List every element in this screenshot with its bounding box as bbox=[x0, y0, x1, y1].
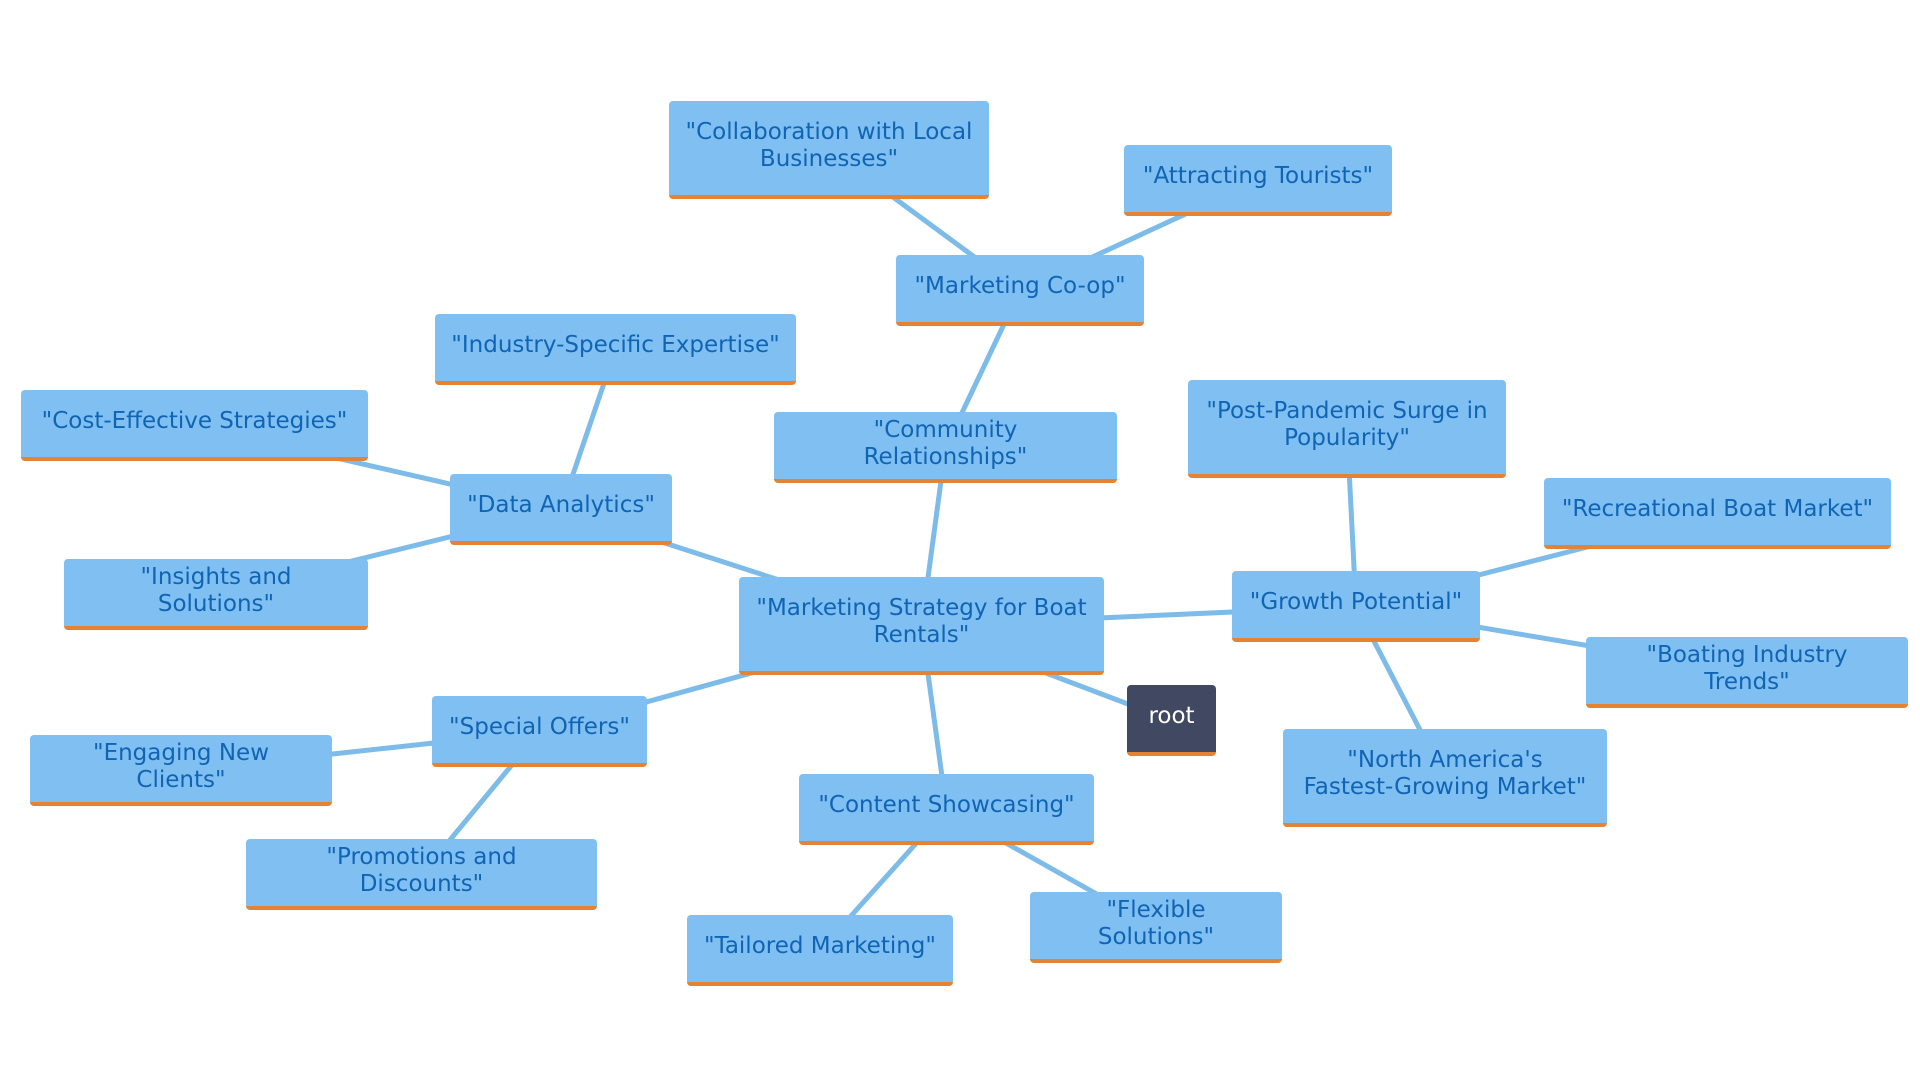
node-label: "Special Offers" bbox=[449, 714, 630, 740]
node-north-america-market[interactable]: "North America's Fastest-Growing Market" bbox=[1283, 729, 1607, 827]
node-label: "Marketing Strategy for Boat Rentals" bbox=[756, 595, 1087, 648]
node-engaging-new-clients[interactable]: "Engaging New Clients" bbox=[30, 735, 332, 806]
node-boating-industry-trends[interactable]: "Boating Industry Trends" bbox=[1586, 637, 1908, 708]
node-label: "Tailored Marketing" bbox=[704, 933, 936, 959]
node-label: "Promotions and Discounts" bbox=[326, 843, 517, 897]
node-label: "Engaging New Clients" bbox=[92, 739, 270, 793]
node-growth-potential[interactable]: "Growth Potential" bbox=[1232, 571, 1480, 642]
node-label: "Post-Pandemic Surge in Popularity" bbox=[1206, 398, 1488, 451]
node-label: "Boating Industry Trends" bbox=[1646, 641, 1848, 695]
node-special-offers[interactable]: "Special Offers" bbox=[432, 696, 647, 767]
node-label: "Collaboration with Local Businesses" bbox=[685, 119, 973, 172]
node-post-pandemic-surge[interactable]: "Post-Pandemic Surge in Popularity" bbox=[1188, 380, 1506, 478]
node-insights-and-solutions[interactable]: "Insights and Solutions" bbox=[64, 559, 368, 630]
node-label: root bbox=[1148, 703, 1195, 729]
node-industry-specific-expertise[interactable]: "Industry-Specific Expertise" bbox=[435, 314, 796, 385]
node-promotions-and-discounts[interactable]: "Promotions and Discounts" bbox=[246, 839, 597, 910]
node-label: "North America's Fastest-Growing Market" bbox=[1303, 747, 1587, 800]
node-content-showcasing[interactable]: "Content Showcasing" bbox=[799, 774, 1094, 845]
node-tailored-marketing[interactable]: "Tailored Marketing" bbox=[687, 915, 953, 986]
node-label: "Recreational Boat Market" bbox=[1561, 496, 1874, 522]
node-cost-effective-strategies[interactable]: "Cost-Effective Strategies" bbox=[21, 390, 368, 461]
node-flexible-solutions[interactable]: "Flexible Solutions" bbox=[1030, 892, 1282, 963]
node-label: "Cost-Effective Strategies" bbox=[41, 408, 348, 434]
node-collaboration-local-businesses[interactable]: "Collaboration with Local Businesses" bbox=[669, 101, 989, 199]
node-label: "Content Showcasing" bbox=[818, 792, 1075, 818]
node-marketing-strategy-boat-rentals[interactable]: "Marketing Strategy for Boat Rentals" bbox=[739, 577, 1104, 675]
node-root[interactable]: root bbox=[1127, 685, 1216, 756]
node-attracting-tourists[interactable]: "Attracting Tourists" bbox=[1124, 145, 1392, 216]
node-label: "Data Analytics" bbox=[467, 492, 655, 518]
node-label: "Marketing Co-op" bbox=[914, 273, 1126, 299]
node-label: "Industry-Specific Expertise" bbox=[451, 332, 780, 358]
node-label: "Growth Potential" bbox=[1249, 589, 1463, 615]
node-recreational-boat-market[interactable]: "Recreational Boat Market" bbox=[1544, 478, 1891, 549]
node-marketing-coop[interactable]: "Marketing Co-op" bbox=[896, 255, 1144, 326]
node-community-relationships[interactable]: "Community Relationships" bbox=[774, 412, 1117, 483]
node-label: "Attracting Tourists" bbox=[1142, 163, 1374, 189]
node-label: "Insights and Solutions" bbox=[140, 563, 292, 617]
node-data-analytics[interactable]: "Data Analytics" bbox=[450, 474, 672, 545]
node-label: "Community Relationships" bbox=[863, 416, 1028, 470]
node-label: "Flexible Solutions" bbox=[1097, 896, 1215, 950]
